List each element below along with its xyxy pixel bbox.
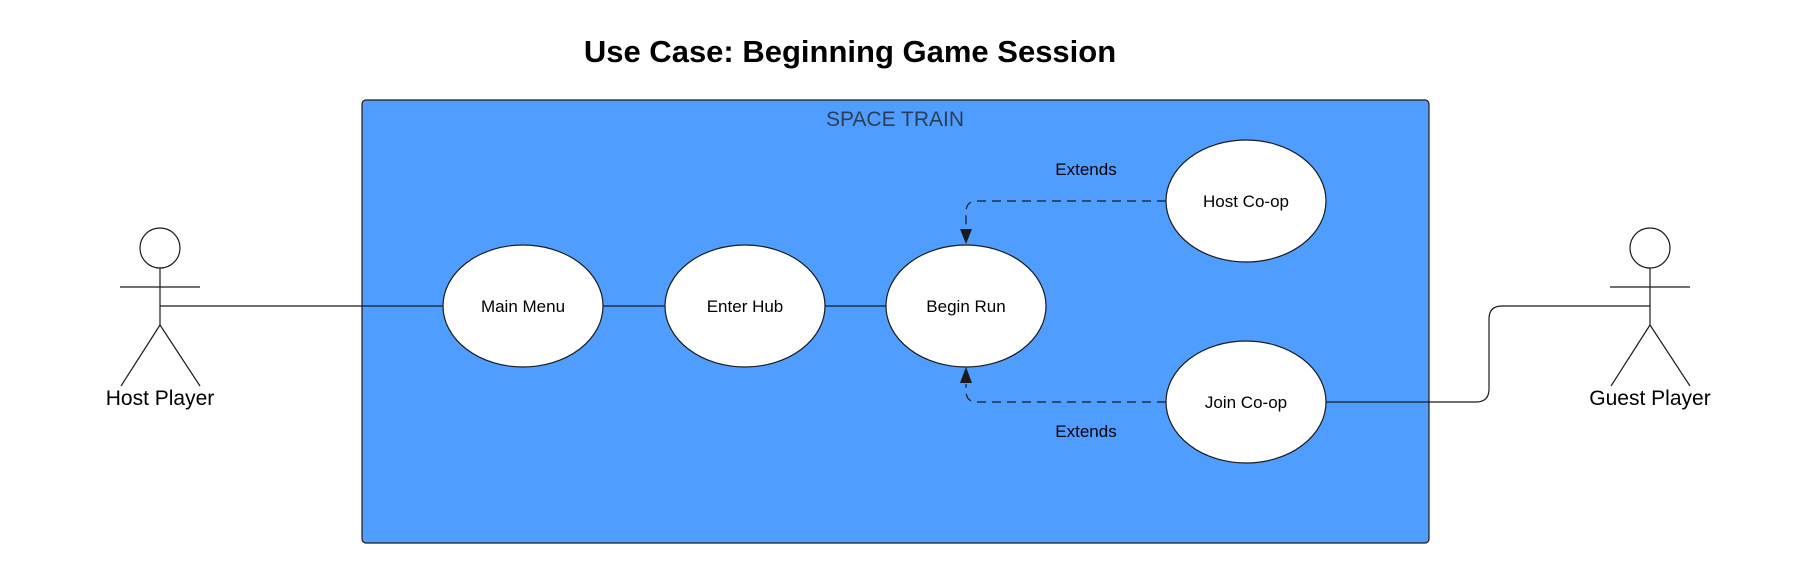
use-case-begin-run-label: Begin Run bbox=[926, 297, 1005, 316]
actor-host-player[interactable]: Host Player bbox=[106, 227, 215, 410]
use-case-enter-hub-label: Enter Hub bbox=[707, 297, 784, 316]
extend-arrowhead-top bbox=[960, 229, 972, 244]
association-guest-join-coop bbox=[1326, 305, 1650, 403]
extend-label-top: Extends bbox=[1055, 160, 1116, 179]
use-case-join-coop[interactable]: Join Co-op bbox=[1165, 340, 1327, 464]
actor-host-head bbox=[139, 227, 181, 269]
diagram-title: Use Case: Beginning Game Session bbox=[583, 34, 1117, 69]
use-case-join-coop-label: Join Co-op bbox=[1205, 393, 1287, 412]
system-label: SPACE TRAIN bbox=[826, 108, 964, 131]
use-case-begin-run[interactable]: Begin Run bbox=[885, 244, 1047, 368]
extend-host-coop-begin-run bbox=[965, 200, 1166, 232]
extend-arrowhead-bottom bbox=[960, 367, 972, 383]
use-case-main-menu-label: Main Menu bbox=[481, 297, 565, 316]
extend-label-bottom: Extends bbox=[1055, 422, 1116, 441]
use-case-host-coop-label: Host Co-op bbox=[1203, 192, 1289, 211]
actor-guest-head bbox=[1629, 227, 1671, 269]
extend-join-coop-begin-run bbox=[965, 384, 1166, 403]
use-case-host-coop[interactable]: Host Co-op bbox=[1165, 139, 1327, 263]
actor-guest-label: Guest Player bbox=[1589, 387, 1710, 410]
actor-host-label: Host Player bbox=[106, 387, 215, 410]
use-case-enter-hub[interactable]: Enter Hub bbox=[664, 244, 826, 368]
actor-guest-player[interactable]: Guest Player bbox=[1589, 227, 1711, 410]
use-case-main-menu[interactable]: Main Menu bbox=[442, 244, 604, 368]
